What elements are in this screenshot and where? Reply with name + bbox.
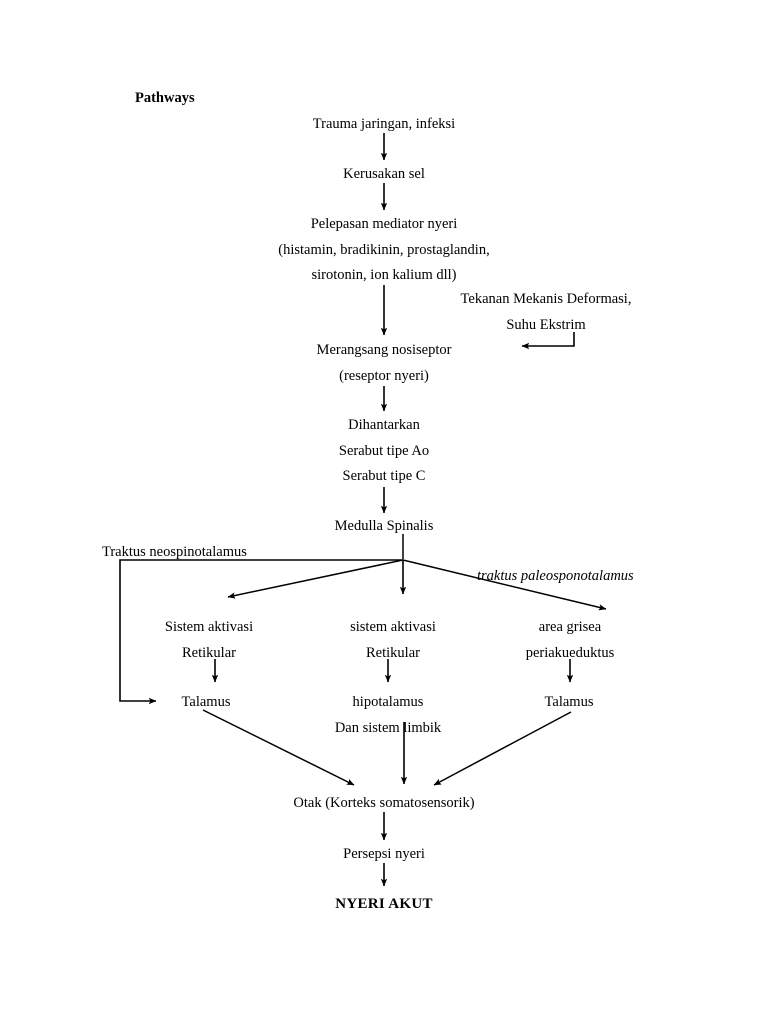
- node-sistem-aktivasi-retikular-tengah-line-1: Retikular: [366, 644, 420, 661]
- node-kerusakan-sel: Kerusakan sel: [343, 162, 425, 188]
- node-tekanan-mekanis-line-1: Suhu Ekstrim: [506, 316, 586, 333]
- node-talamus-kiri: Talamus: [182, 690, 231, 716]
- node-pelepasan-mediator-line-1: (histamin, bradikinin, prostaglandin,: [278, 241, 490, 258]
- node-otak-korteks: Otak (Korteks somatosensorik): [293, 791, 474, 817]
- connector-junction-to-kiri: [227, 559, 404, 599]
- node-sistem-aktivasi-retikular-kiri-line-1: Retikular: [182, 644, 236, 661]
- node-tekanan-mekanis: Tekanan Mekanis Deformasi, Suhu Ekstrim: [461, 287, 632, 338]
- node-merangsang-nosiseptor: Merangsang nosiseptor (reseptor nyeri): [317, 338, 452, 389]
- node-traktus-neospinotalamus: Traktus neospinotalamus: [102, 540, 247, 566]
- page-title: Pathways: [135, 86, 195, 112]
- node-talamus-kanan-line-0: Talamus: [544, 694, 594, 710]
- node-nyeri-akut: NYERI AKUT: [335, 892, 433, 918]
- node-pelepasan-mediator-line-0: Pelepasan mediator nyeri: [310, 216, 458, 232]
- node-dihantarkan-line-2: Serabut tipe C: [342, 468, 426, 484]
- node-traktus-paleosponotalamus-line-0: traktus paleosponotalamus: [477, 568, 634, 584]
- node-medulla-spinalis: Medulla Spinalis: [335, 514, 434, 540]
- node-trauma-line-0: Trauma jaringan, infeksi: [312, 116, 456, 132]
- node-tekanan-mekanis-line-0: Tekanan Mekanis Deformasi,: [460, 291, 632, 307]
- node-dihantarkan-line-0: Dihantarkan: [348, 417, 420, 433]
- node-otak-korteks-line-0: Otak (Korteks somatosensorik): [293, 795, 475, 811]
- connector-talamus-kiri-to-otak: [202, 709, 355, 786]
- node-dihantarkan-line-1: Serabut tipe Ao: [338, 442, 430, 459]
- node-sistem-aktivasi-retikular-tengah-line-0: sistem aktivasi: [350, 619, 436, 635]
- node-talamus-kiri-line-0: Talamus: [181, 694, 231, 710]
- connector-talamus-kanan-to-otak: [433, 711, 572, 786]
- node-pelepasan-mediator-line-2: sirotonin, ion kalium dll): [311, 267, 457, 283]
- node-area-grisea-periakueduktus-line-0: area grisea: [538, 619, 602, 635]
- node-area-grisea-periakueduktus: area grisea periakueduktus: [526, 615, 615, 666]
- node-merangsang-nosiseptor-line-0: Merangsang nosiseptor: [316, 342, 452, 358]
- node-sistem-aktivasi-retikular-kiri-line-0: Sistem aktivasi: [164, 619, 254, 635]
- node-nyeri-akut-line-0: NYERI AKUT: [335, 896, 433, 912]
- node-traktus-neospinotalamus-line-0: Traktus neospinotalamus: [102, 544, 247, 560]
- node-medulla-spinalis-line-0: Medulla Spinalis: [334, 518, 434, 534]
- node-talamus-kanan: Talamus: [545, 690, 594, 716]
- node-persepsi-nyeri: Persepsi nyeri: [343, 842, 425, 868]
- node-hipotalamus-limbik-line-0: hipotalamus: [352, 694, 424, 710]
- node-kerusakan-sel-line-0: Kerusakan sel: [343, 166, 425, 182]
- node-traktus-paleosponotalamus: traktus paleosponotalamus: [477, 564, 634, 590]
- node-area-grisea-periakueduktus-line-1: periakueduktus: [525, 644, 615, 661]
- node-pelepasan-mediator: Pelepasan mediator nyeri (histamin, bradi…: [278, 212, 489, 289]
- node-hipotalamus-limbik-line-1: Dan sistem limbik: [334, 719, 442, 736]
- page-title-text: Pathways: [135, 90, 195, 106]
- node-merangsang-nosiseptor-line-1: (reseptor nyeri): [339, 367, 429, 384]
- node-trauma: Trauma jaringan, infeksi: [313, 112, 455, 138]
- node-persepsi-nyeri-line-0: Persepsi nyeri: [343, 846, 425, 862]
